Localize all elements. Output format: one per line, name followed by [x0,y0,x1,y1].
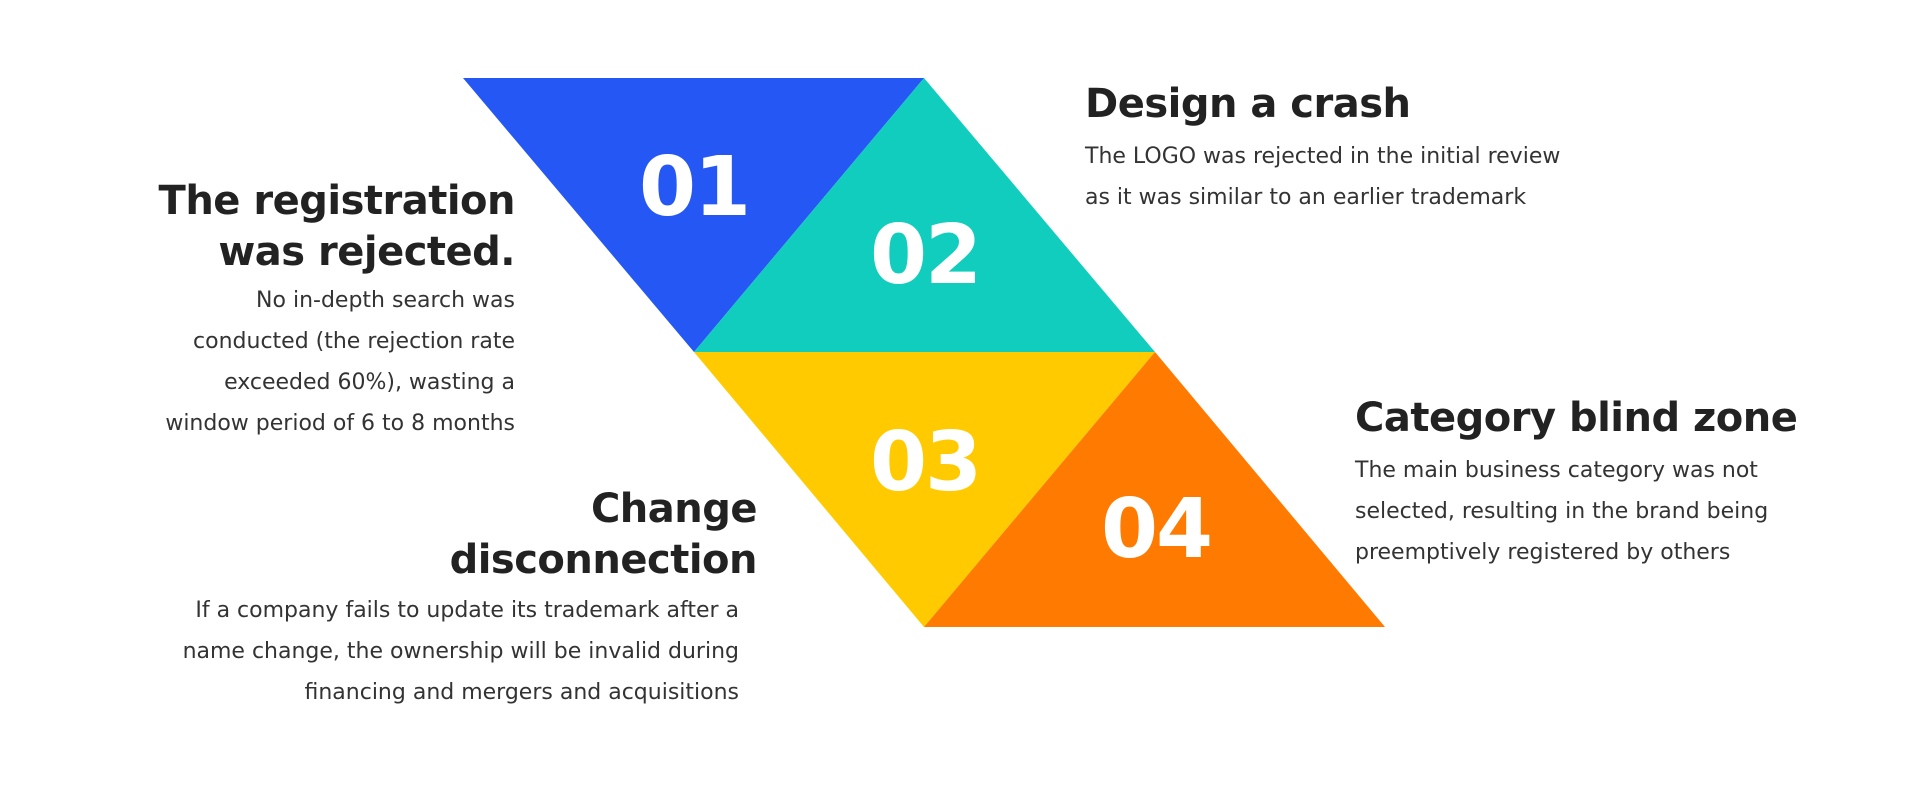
triangle-03 [694,352,1155,627]
step-03-description: If a company fails to update its tradema… [157,590,739,713]
step-number-04: 04 [1101,482,1211,577]
step-01-desc-line: No in-depth search was [256,288,515,313]
step-number-03: 03 [870,415,980,510]
step-01-block: The registration was rejected. No in-dep… [55,176,516,444]
step-02-desc-line: The LOGO was rejected in the initial rev… [1085,144,1561,169]
step-03-title-line: Change [590,486,758,532]
step-04-desc-line: preemptively registered by others [1355,540,1731,565]
step-01-title-line: was rejected. [218,229,515,275]
step-03-desc-line: name change, the ownership will be inval… [182,639,739,664]
step-01-title-line: The registration [158,178,516,224]
step-02-title: Design a crash [1085,79,1605,130]
step-04-title-line: Category blind zone [1355,395,1798,441]
step-02-description: The LOGO was rejected in the initial rev… [1085,136,1605,218]
step-number-02: 02 [870,208,980,303]
step-03-block: Change disconnection If a company fails … [157,484,758,713]
triangle-01 [463,78,924,352]
triangle-04 [924,352,1385,627]
step-03-desc-line: If a company fails to update its tradema… [195,598,739,623]
step-02-desc-line: as it was similar to an earlier trademar… [1085,185,1527,210]
step-04-description: The main business category was not selec… [1355,450,1900,573]
step-04-block: Category blind zone The main business ca… [1355,393,1900,573]
step-01-desc-line: window period of 6 to 8 months [165,411,515,436]
step-01-description: No in-depth search was conducted (the re… [55,280,515,444]
step-03-desc-line: financing and mergers and acquisitions [304,680,740,705]
step-04-desc-line: selected, resulting in the brand being [1355,499,1769,524]
step-03-title: Change disconnection [157,484,758,586]
step-01-desc-line: exceeded 60%), wasting a [224,370,515,395]
step-03-title-line: disconnection [449,537,758,583]
step-02-title-line: Design a crash [1085,81,1411,127]
step-04-desc-line: The main business category was not [1355,458,1758,483]
step-04-title: Category blind zone [1355,393,1900,444]
step-01-title: The registration was rejected. [55,176,516,278]
step-number-01: 01 [639,140,749,235]
step-02-block: Design a crash The LOGO was rejected in … [1085,79,1605,218]
triangle-02 [694,78,1155,352]
step-01-desc-line: conducted (the rejection rate [193,329,515,354]
